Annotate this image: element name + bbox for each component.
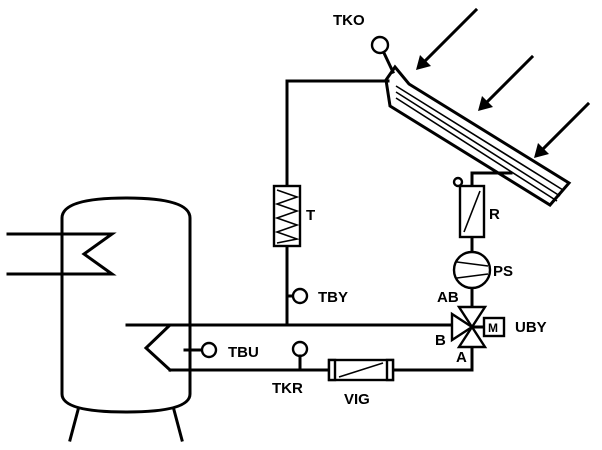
label-a: A xyxy=(456,349,467,366)
ps-pump: PS xyxy=(452,250,513,290)
tbu-sensor: TBU xyxy=(183,341,259,361)
r-component: R xyxy=(452,176,500,239)
label-vig: VIG xyxy=(344,391,370,408)
label-r: R xyxy=(489,206,500,223)
piping xyxy=(168,79,513,372)
label-b: B xyxy=(435,332,446,349)
label-ab: AB xyxy=(437,289,459,306)
solar-collector xyxy=(384,64,572,207)
tko-sensor: TKO xyxy=(333,12,395,74)
label-tbu: TBU xyxy=(228,344,259,361)
storage-tank xyxy=(60,196,192,442)
t-exchanger: T xyxy=(272,184,315,248)
label-ps: PS xyxy=(493,263,513,280)
lower-heat-exchanger xyxy=(125,323,174,373)
uby-valve: M AB B A UBY xyxy=(435,289,547,366)
upper-heat-exchanger xyxy=(6,232,117,276)
label-m: M xyxy=(488,321,498,335)
label-t: T xyxy=(306,207,315,224)
sun-rays xyxy=(416,7,591,158)
label-tko: TKO xyxy=(333,12,365,29)
label-tby: TBY xyxy=(318,289,348,306)
vig-flowmeter: VIG xyxy=(327,358,395,408)
tby-sensor: TBY xyxy=(285,287,348,306)
label-tkr: TKR xyxy=(272,380,303,397)
label-uby: UBY xyxy=(515,319,547,336)
tkr-sensor: TKR xyxy=(272,340,309,397)
tank-legs xyxy=(68,408,184,442)
